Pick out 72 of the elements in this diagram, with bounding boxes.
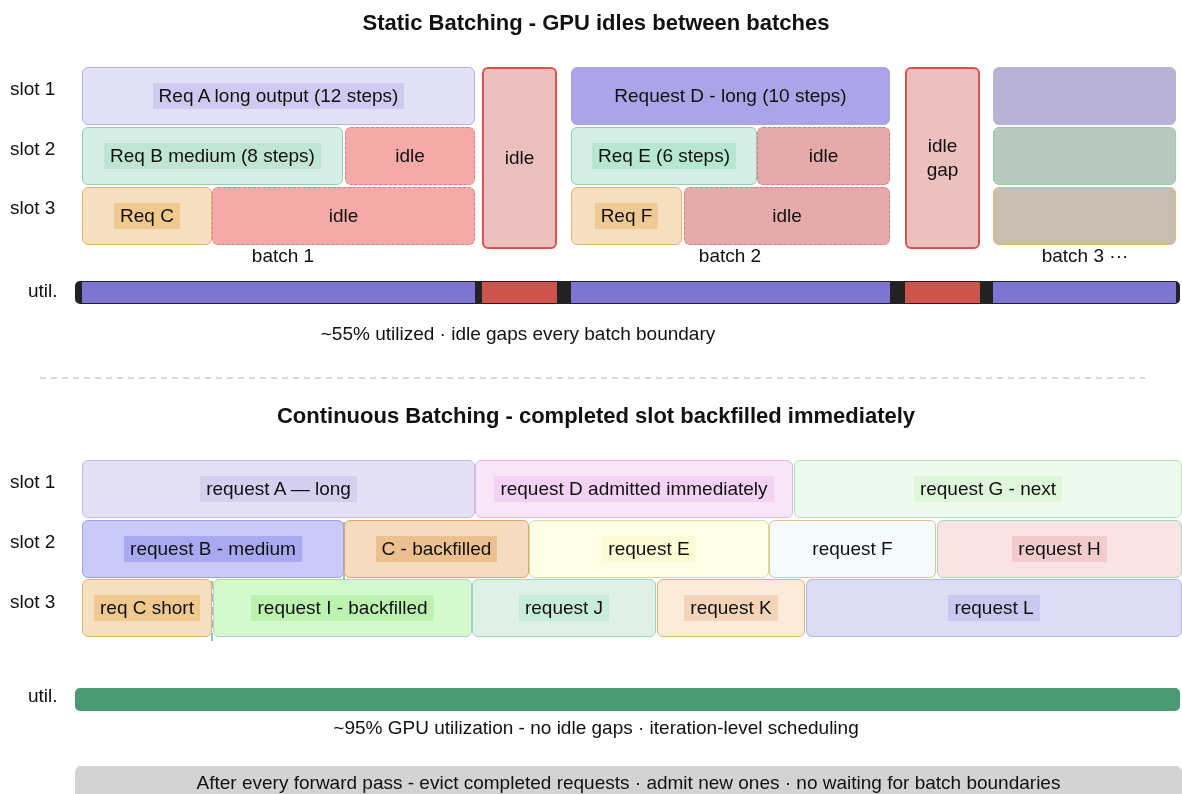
request-block [571,127,757,185]
request-block [794,460,1182,518]
block-label: request A — long [200,476,357,502]
block-label: Req F [594,203,659,229]
request-block [937,520,1182,578]
utilization-bar [75,281,1180,304]
block-label: Req A long output (12 steps) [152,83,405,109]
request-block [213,579,472,637]
idle-block [684,187,890,245]
note-text: ~95% GPU utilization - no idle gaps · iteration-level scheduling [333,717,859,739]
section-heading: Continuous Batching - completed slot backfilled immediately [276,405,916,427]
request-block [82,127,343,185]
request-block [571,187,682,245]
request-block [82,579,212,637]
idle-block [212,187,475,245]
request-block [344,520,529,578]
empty-block [993,127,1176,185]
block-label: After every forward pass - evict completed requests · admit new ones · no waiting for batch boundaries [195,771,1062,794]
block-label: idle gap [925,134,960,182]
row-label: slot 2 [10,531,56,553]
block-label: Request D - long (10 steps) [613,84,848,108]
request-block [657,579,805,637]
section-heading: Static Batching - GPU idles between batches [362,12,830,34]
row-label: util. [28,280,58,302]
block-label: request F [811,537,894,561]
block-label: request I - backfilled [251,595,434,621]
batch-label: batch 1 [251,245,315,267]
info-banner [75,766,1182,794]
idle-block [757,127,890,185]
block-label: request G - next [913,476,1063,502]
block-label: idle [503,146,536,170]
note-text: ~55% utilized · idle gaps every batch boundary [320,323,716,345]
idle-block [345,127,475,185]
block-label: request J [518,595,610,621]
request-block [806,579,1182,637]
row-label: slot 3 [10,591,56,613]
block-label: request L [948,595,1040,621]
batch-label: batch 3 ··· [1041,245,1129,267]
request-block [529,520,769,578]
block-label: request B - medium [124,536,302,562]
utilization-bar [75,688,1180,711]
block-label: idle [771,204,803,228]
empty-block [993,67,1176,125]
block-label: request D admitted immediately [494,476,774,502]
row-label: slot 1 [10,471,56,493]
idle-block [482,67,557,249]
idle-block [905,67,980,249]
block-label: idle [807,144,840,168]
row-label: slot 3 [10,197,56,219]
block-label: Req E (6 steps) [592,143,736,169]
row-label: util. [28,685,58,707]
request-block [571,67,890,125]
block-label: request K [684,595,778,621]
row-label: slot 2 [10,138,56,160]
request-block [82,460,475,518]
request-block [472,579,656,637]
block-label: Req B medium (8 steps) [104,143,321,169]
request-block [769,520,936,578]
block-label: C - backfilled [375,536,498,562]
request-block [82,67,475,125]
row-label: slot 1 [10,78,56,100]
block-label: idle [394,144,426,168]
block-label: idle [327,204,360,228]
block-label: request E [602,536,696,562]
request-block [82,187,212,245]
block-label: Req C [114,203,180,229]
request-block [82,520,344,578]
empty-block [993,187,1176,245]
block-label: req C short [94,595,200,621]
batch-label: batch 2 [698,245,762,267]
request-block [475,460,793,518]
block-label: request H [1012,536,1107,562]
